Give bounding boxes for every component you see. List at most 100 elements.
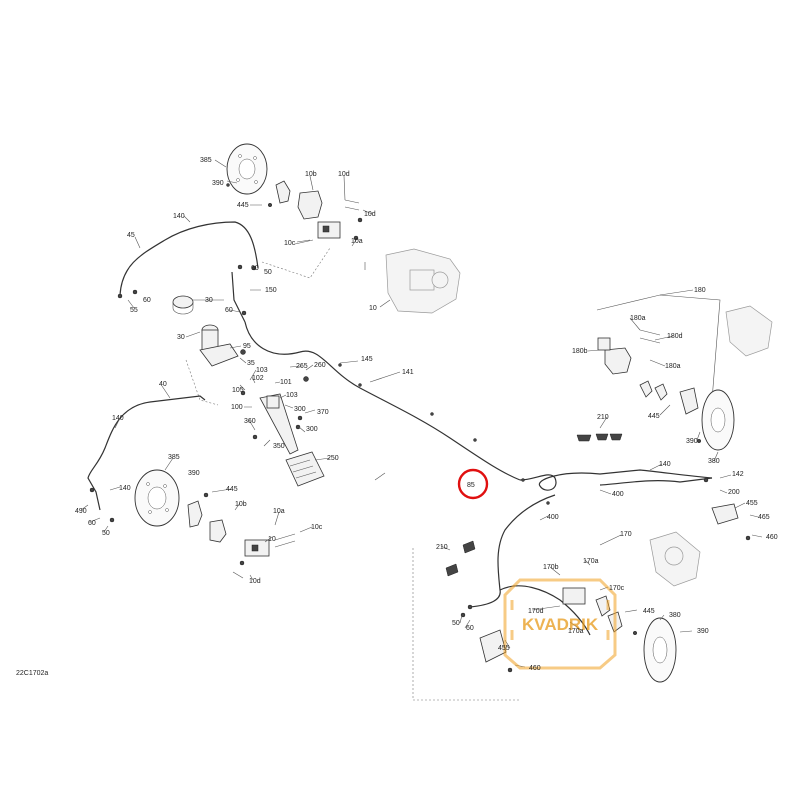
callout-170b: 170b (543, 564, 559, 571)
callout-170a: 170a (583, 558, 599, 565)
callout-10d: 10d (364, 211, 376, 218)
hose-400-rear (519, 469, 713, 491)
callout-250: 250 (327, 455, 339, 462)
pedal-arm (259, 393, 299, 455)
callout-200: 200 (728, 489, 740, 496)
callout-445: 445 (648, 413, 660, 420)
hose-141 (244, 321, 521, 481)
rear-right-brake-assembly (479, 531, 701, 683)
callout-390: 390 (697, 628, 709, 635)
callout-60: 60 (88, 520, 96, 527)
callout-50: 50 (264, 269, 272, 276)
callout-400: 400 (612, 491, 624, 498)
callout-30: 30 (205, 297, 213, 304)
callout-103: 103 (286, 392, 298, 399)
callout-180: 180 (694, 287, 706, 294)
callout-445: 445 (643, 608, 655, 615)
callout-385: 385 (200, 157, 212, 164)
watermark-frame (503, 578, 617, 670)
front-left-dashed (261, 247, 331, 279)
callout-445: 445 (237, 202, 249, 209)
callout-400: 400 (547, 514, 559, 521)
callout-140: 140 (112, 415, 124, 422)
watermark-text: KVADRIK (522, 615, 599, 634)
callout-10a: 10a (351, 238, 363, 245)
callout-380: 380 (708, 458, 720, 465)
rear-left-brake-assembly (597, 305, 773, 451)
callout-380: 380 (669, 612, 681, 619)
callout-10: 10 (369, 305, 377, 312)
rear-fittings (703, 477, 751, 541)
callout-95: 95 (243, 343, 251, 350)
watermark-logo: KVADRIK (503, 578, 617, 670)
callout-180a: 180a (630, 315, 646, 322)
callout-390: 390 (686, 438, 698, 445)
callout-390: 390 (212, 180, 224, 187)
callout-210: 210 (436, 544, 448, 551)
callout-455: 455 (498, 645, 510, 652)
callout-60: 60 (466, 625, 474, 632)
callout-50: 50 (452, 620, 460, 627)
hose-150 (231, 271, 246, 323)
callout-460: 460 (529, 665, 541, 672)
fitting-455 (711, 503, 739, 525)
callout-170c: 170c (609, 585, 625, 592)
hose-400-down (469, 494, 556, 608)
callout-100: 100 (231, 404, 243, 411)
master-cylinder-assembly (172, 295, 247, 367)
brake-pedal-assembly (240, 376, 325, 487)
callout-50: 50 (102, 530, 110, 537)
callout-260: 260 (314, 362, 326, 369)
callout-103: 103 (256, 367, 268, 374)
callout-140: 140 (119, 485, 131, 492)
reservoir-cap-30 (172, 295, 194, 309)
callout-102: 102 (252, 375, 264, 382)
callout-170: 170 (620, 531, 632, 538)
caliper-180-outline (725, 305, 773, 357)
brake-pad-right (209, 519, 227, 543)
callout-180b: 180b (572, 348, 588, 355)
hose-40 (87, 395, 206, 511)
callout-60: 60 (225, 307, 233, 314)
front-right-brake-assembly (134, 469, 296, 579)
hose-140-right (599, 477, 713, 486)
callout-10d: 10d (249, 578, 261, 585)
callout-60: 60 (251, 265, 259, 272)
callout-170d: 170d (528, 608, 544, 615)
pedal-250 (285, 451, 325, 487)
diagram-code: 22C1702a (16, 670, 48, 677)
caliper-170 (562, 587, 586, 605)
callout-170a: 170a (568, 628, 584, 635)
callout-45: 45 (127, 232, 135, 239)
callout-455: 455 (746, 500, 758, 507)
master-cylinder-95 (199, 343, 239, 367)
callout-10b: 10b (305, 171, 317, 178)
bolts (89, 264, 550, 673)
callout-105: 105 (232, 387, 244, 394)
front-left-brake-assembly (226, 143, 363, 245)
callout-55: 55 (130, 307, 138, 314)
callout-35: 35 (247, 360, 255, 367)
callout-465: 465 (758, 514, 770, 521)
callout-141: 141 (402, 369, 414, 376)
callout-85: 85 (467, 482, 475, 489)
callout-40: 40 (159, 381, 167, 388)
callout-140: 140 (659, 461, 671, 468)
callout-265: 265 (296, 363, 308, 370)
callout-360: 360 (244, 418, 256, 425)
callout-60: 60 (143, 297, 151, 304)
brake-hoses (87, 221, 713, 636)
callout-445: 445 (226, 486, 238, 493)
callout-300: 300 (306, 426, 318, 433)
hose-400-branch (499, 585, 591, 636)
callout-101: 101 (280, 379, 292, 386)
callout-385: 385 (168, 454, 180, 461)
callout-490: 490 (75, 508, 87, 515)
brake-pad-left (187, 500, 203, 528)
bracket-180 (596, 294, 721, 401)
leader-lines (80, 159, 763, 668)
callout-30: 30 (177, 334, 185, 341)
callout-10c: 10c (311, 524, 323, 531)
callout-140: 140 (173, 213, 185, 220)
